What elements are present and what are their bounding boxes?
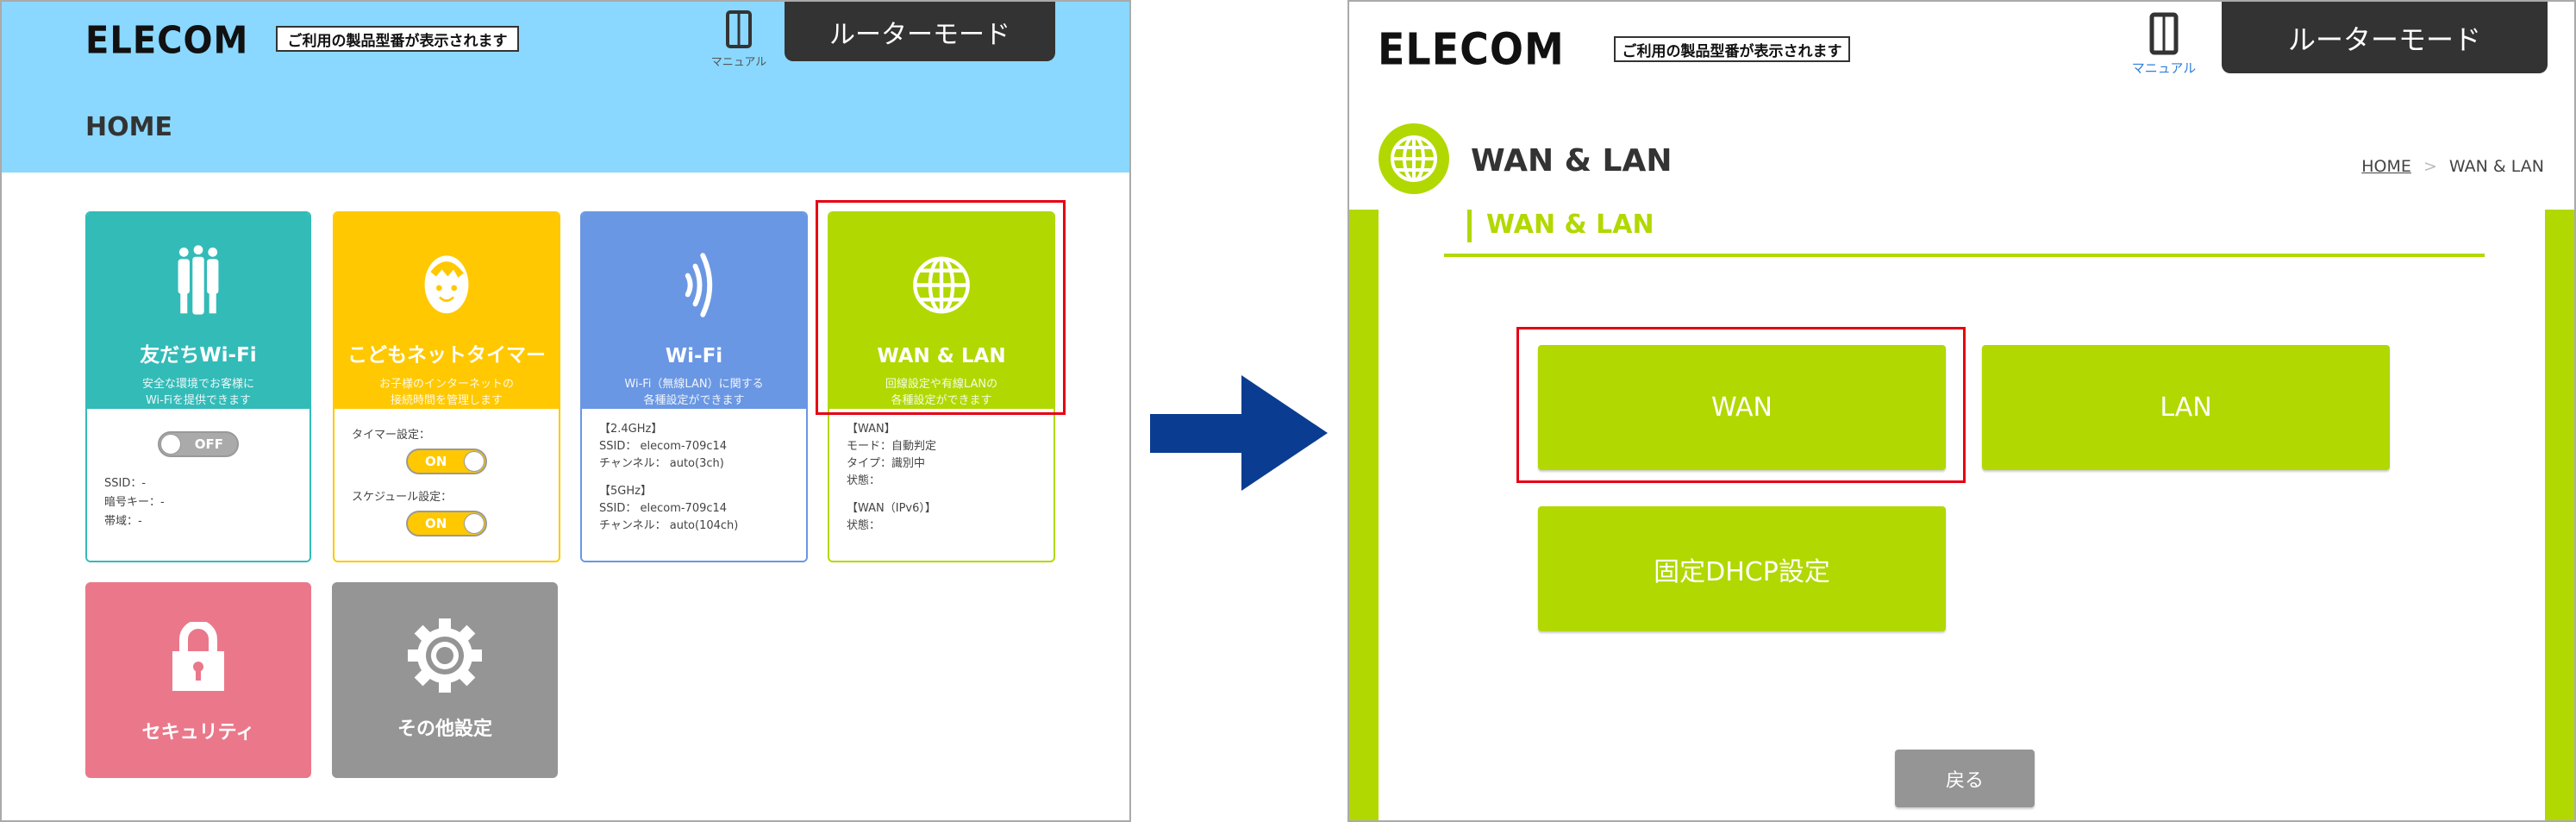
side-bar-right bbox=[2545, 210, 2574, 820]
ssid-5: SSID： elecom-709c14 bbox=[599, 502, 728, 515]
timer-label: タイマー設定： bbox=[352, 429, 431, 442]
breadcrumb-home[interactable]: HOME bbox=[2361, 157, 2411, 176]
breadcrumb-current: WAN & LAN bbox=[2448, 157, 2544, 176]
wan-ipv6-state: 状態： bbox=[847, 519, 881, 532]
gear-icon bbox=[408, 618, 482, 693]
card-other-settings[interactable]: その他設定 bbox=[332, 582, 558, 778]
manual-button[interactable]: マニュアル bbox=[709, 10, 769, 69]
wan-button[interactable]: WAN bbox=[1538, 345, 1946, 470]
card-security[interactable]: セキュリティ bbox=[85, 582, 311, 778]
people-icon bbox=[178, 245, 219, 315]
schedule-toggle[interactable]: ON bbox=[406, 511, 487, 536]
card-wan-lan[interactable]: WAN & LAN 回線設定や有線LANの各種設定ができます 【WAN】 モード… bbox=[828, 211, 1055, 562]
wan-type: タイプ：識別中 bbox=[847, 457, 926, 470]
model-tag: ご利用の製品型番が表示されます bbox=[1614, 36, 1850, 62]
section-divider bbox=[1444, 254, 2485, 257]
card-desc: お子様のインターネットの接続時間を管理します bbox=[378, 378, 514, 407]
card-wifi[interactable]: Wi-Fi Wi-Fi（無線LAN）に関する各種設定ができます 【2.4GHz】… bbox=[580, 211, 808, 562]
model-tag: ご利用の製品型番が表示されます bbox=[276, 26, 519, 52]
globe-icon bbox=[913, 256, 970, 314]
timer-toggle[interactable]: ON bbox=[406, 449, 487, 474]
highlight-box bbox=[1516, 327, 1966, 483]
wan-label: 【WAN】 bbox=[847, 423, 896, 436]
router-mode-button[interactable]: ルーターモード bbox=[785, 2, 1055, 61]
section-title: WAN & LAN bbox=[1486, 210, 1654, 240]
arrow-right-icon bbox=[1150, 375, 1328, 491]
tomodachi-wifi-toggle[interactable]: OFF bbox=[158, 431, 239, 457]
manual-button[interactable]: マニュアル bbox=[2129, 12, 2198, 77]
back-button[interactable]: 戻る bbox=[1895, 750, 2035, 807]
ssid-text: SSID：- bbox=[104, 477, 147, 490]
wan-lan-screen: ELECOM ご利用の製品型番が表示されます マニュアル ルーターモード WAN… bbox=[1347, 0, 2576, 822]
band-text: 帯域：- bbox=[104, 515, 142, 528]
router-mode-button[interactable]: ルーターモード bbox=[2222, 2, 2548, 73]
card-title: こどもネットタイマー bbox=[347, 344, 546, 367]
channel-24: チャンネル： auto(3ch) bbox=[599, 457, 724, 470]
highlight-box bbox=[816, 200, 1066, 415]
key-text: 暗号キー：- bbox=[104, 496, 165, 509]
child-face-icon bbox=[424, 255, 469, 314]
book-icon bbox=[726, 10, 752, 48]
card-desc: 回線設定や有線LANの各種設定ができます bbox=[885, 378, 998, 407]
card-title: セキュリティ bbox=[141, 722, 255, 744]
card-title: 友だちWi-Fi bbox=[140, 344, 257, 367]
wan-state: 状態： bbox=[847, 474, 881, 487]
lock-icon bbox=[172, 622, 224, 691]
manual-label: マニュアル bbox=[2131, 60, 2197, 76]
breadcrumb: HOME > WAN & LAN bbox=[2361, 157, 2544, 176]
elecom-logo: ELECOM bbox=[1378, 23, 1565, 75]
band-5-label: 【5GHz】 bbox=[599, 485, 652, 498]
ssid-24: SSID： elecom-709c14 bbox=[599, 440, 728, 453]
wan-ipv6-label: 【WAN（IPv6）】 bbox=[847, 502, 936, 515]
wifi-signal-icon bbox=[685, 253, 713, 317]
card-title: Wi-Fi bbox=[665, 345, 723, 367]
page-title: WAN & LAN bbox=[1471, 143, 1673, 179]
elecom-logo: ELECOM bbox=[85, 18, 249, 63]
breadcrumb-separator: > bbox=[2423, 157, 2437, 176]
card-kodomo-net-timer[interactable]: こどもネットタイマー お子様のインターネットの接続時間を管理します タイマー設定… bbox=[333, 211, 560, 562]
side-bar-left bbox=[1349, 210, 1379, 820]
card-desc: Wi-Fi（無線LAN）に関する各種設定ができます bbox=[624, 378, 764, 407]
channel-5: チャンネル： auto(104ch) bbox=[599, 519, 739, 532]
section-marker bbox=[1467, 210, 1472, 242]
lan-button[interactable]: LAN bbox=[1982, 345, 2390, 470]
page-title: HOME bbox=[85, 112, 172, 142]
card-title: その他設定 bbox=[397, 718, 492, 740]
manual-label: マニュアル bbox=[710, 56, 767, 69]
home-screen: ELECOM ご利用の製品型番が表示されます マニュアル ルーターモード HOM… bbox=[0, 0, 1131, 822]
schedule-label: スケジュール設定： bbox=[352, 491, 453, 504]
fixed-dhcp-button[interactable]: 固定DHCP設定 bbox=[1538, 506, 1946, 631]
book-icon bbox=[2149, 12, 2179, 55]
wan-mode: モード：自動判定 bbox=[847, 440, 937, 453]
card-title: WAN & LAN bbox=[877, 345, 1006, 367]
band-24-label: 【2.4GHz】 bbox=[599, 423, 663, 436]
globe-icon bbox=[1379, 123, 1449, 194]
